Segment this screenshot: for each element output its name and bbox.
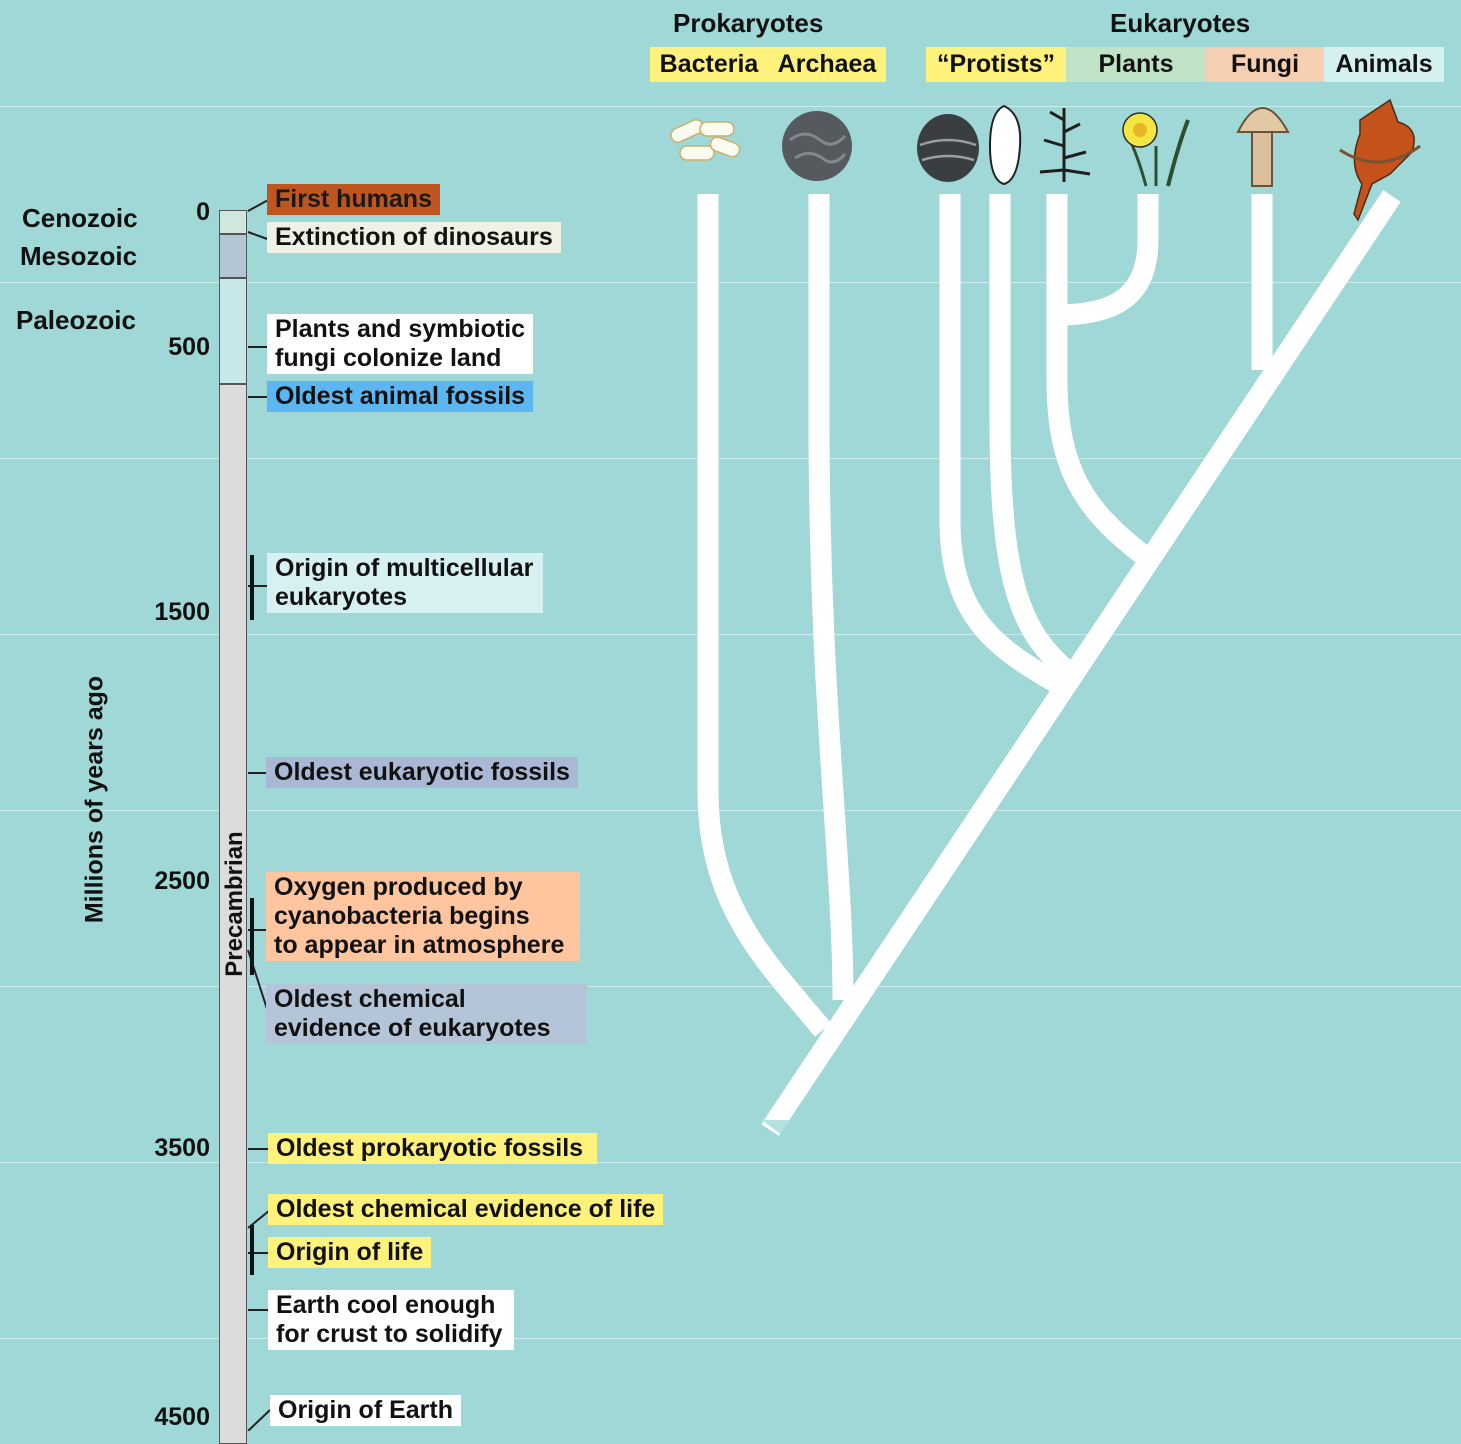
event-oldest-animal-fossils: Oldest animal fossils — [267, 381, 534, 412]
tick-3500: 3500 — [154, 1134, 210, 1162]
gridline — [0, 458, 1461, 459]
tick-2500: 2500 — [154, 867, 210, 895]
event-oldest-chemical-evidence-life: Oldest chemical evidence of life — [268, 1194, 664, 1225]
event-oldest-eukaryotic-fossils: Oldest eukaryotic fossils — [266, 757, 578, 788]
bacteria-icon — [670, 119, 741, 161]
gridline — [0, 634, 1461, 635]
branch-archaea — [808, 194, 854, 1001]
group-title-eukaryotes: Eukaryotes — [1110, 8, 1251, 38]
branch-plants — [1046, 194, 1150, 564]
taxon-label-archaea: Archaea — [768, 47, 886, 82]
seaweed-icon — [1039, 108, 1091, 182]
taxon-label-fungi: Fungi — [1206, 47, 1324, 82]
gridline — [0, 1338, 1461, 1339]
time-bar-precambrian — [219, 384, 247, 1444]
paramecium-icon — [988, 104, 1022, 186]
archaea-icon — [782, 111, 852, 181]
gridline — [0, 810, 1461, 811]
taxon-label-bacteria: Bacteria — [650, 47, 768, 82]
tick-500: 500 — [168, 333, 210, 361]
tick-1500: 1500 — [154, 598, 210, 626]
era-cenozoic: Cenozoic — [22, 203, 138, 233]
tick-4500: 4500 — [154, 1403, 210, 1431]
era-mesozoic: Mesozoic — [20, 241, 138, 271]
time-bar-cenozoic — [219, 210, 247, 234]
taxon-label-protists: “Protists” — [926, 47, 1066, 82]
branch-daffodil — [1056, 194, 1159, 326]
cardinal-bird-icon — [1339, 98, 1421, 222]
tree-trunk — [761, 190, 1401, 1136]
tick-0: 0 — [196, 198, 210, 226]
gridline — [0, 986, 1461, 987]
event-oldest-prokaryotic-fossils: Oldest prokaryotic fossils — [268, 1133, 598, 1164]
branch-protist-1 — [939, 194, 1066, 695]
gridline — [0, 1162, 1461, 1163]
branch-bacteria — [697, 194, 832, 1037]
event-first-humans: First humans — [267, 184, 440, 215]
group-title-prokaryotes: Prokaryotes — [673, 8, 824, 38]
protist-cell-icon — [917, 114, 979, 182]
gridline — [0, 282, 1461, 283]
daffodil-icon — [1122, 112, 1190, 187]
time-bar-paleozoic — [219, 278, 247, 384]
event-extinction-dinosaurs: Extinction of dinosaurs — [267, 222, 561, 253]
event-origin-of-life: Origin of life — [268, 1237, 432, 1268]
event-origin-of-earth: Origin of Earth — [270, 1395, 461, 1426]
gridline — [0, 106, 1461, 107]
mushroom-icon — [1236, 107, 1290, 187]
taxon-label-animals: Animals — [1324, 47, 1444, 82]
time-bar-mesozoic — [219, 234, 247, 278]
era-paleozoic: Paleozoic — [16, 305, 136, 335]
branch-protist-2 — [989, 194, 1073, 678]
taxon-label-plants: Plants — [1066, 47, 1206, 82]
